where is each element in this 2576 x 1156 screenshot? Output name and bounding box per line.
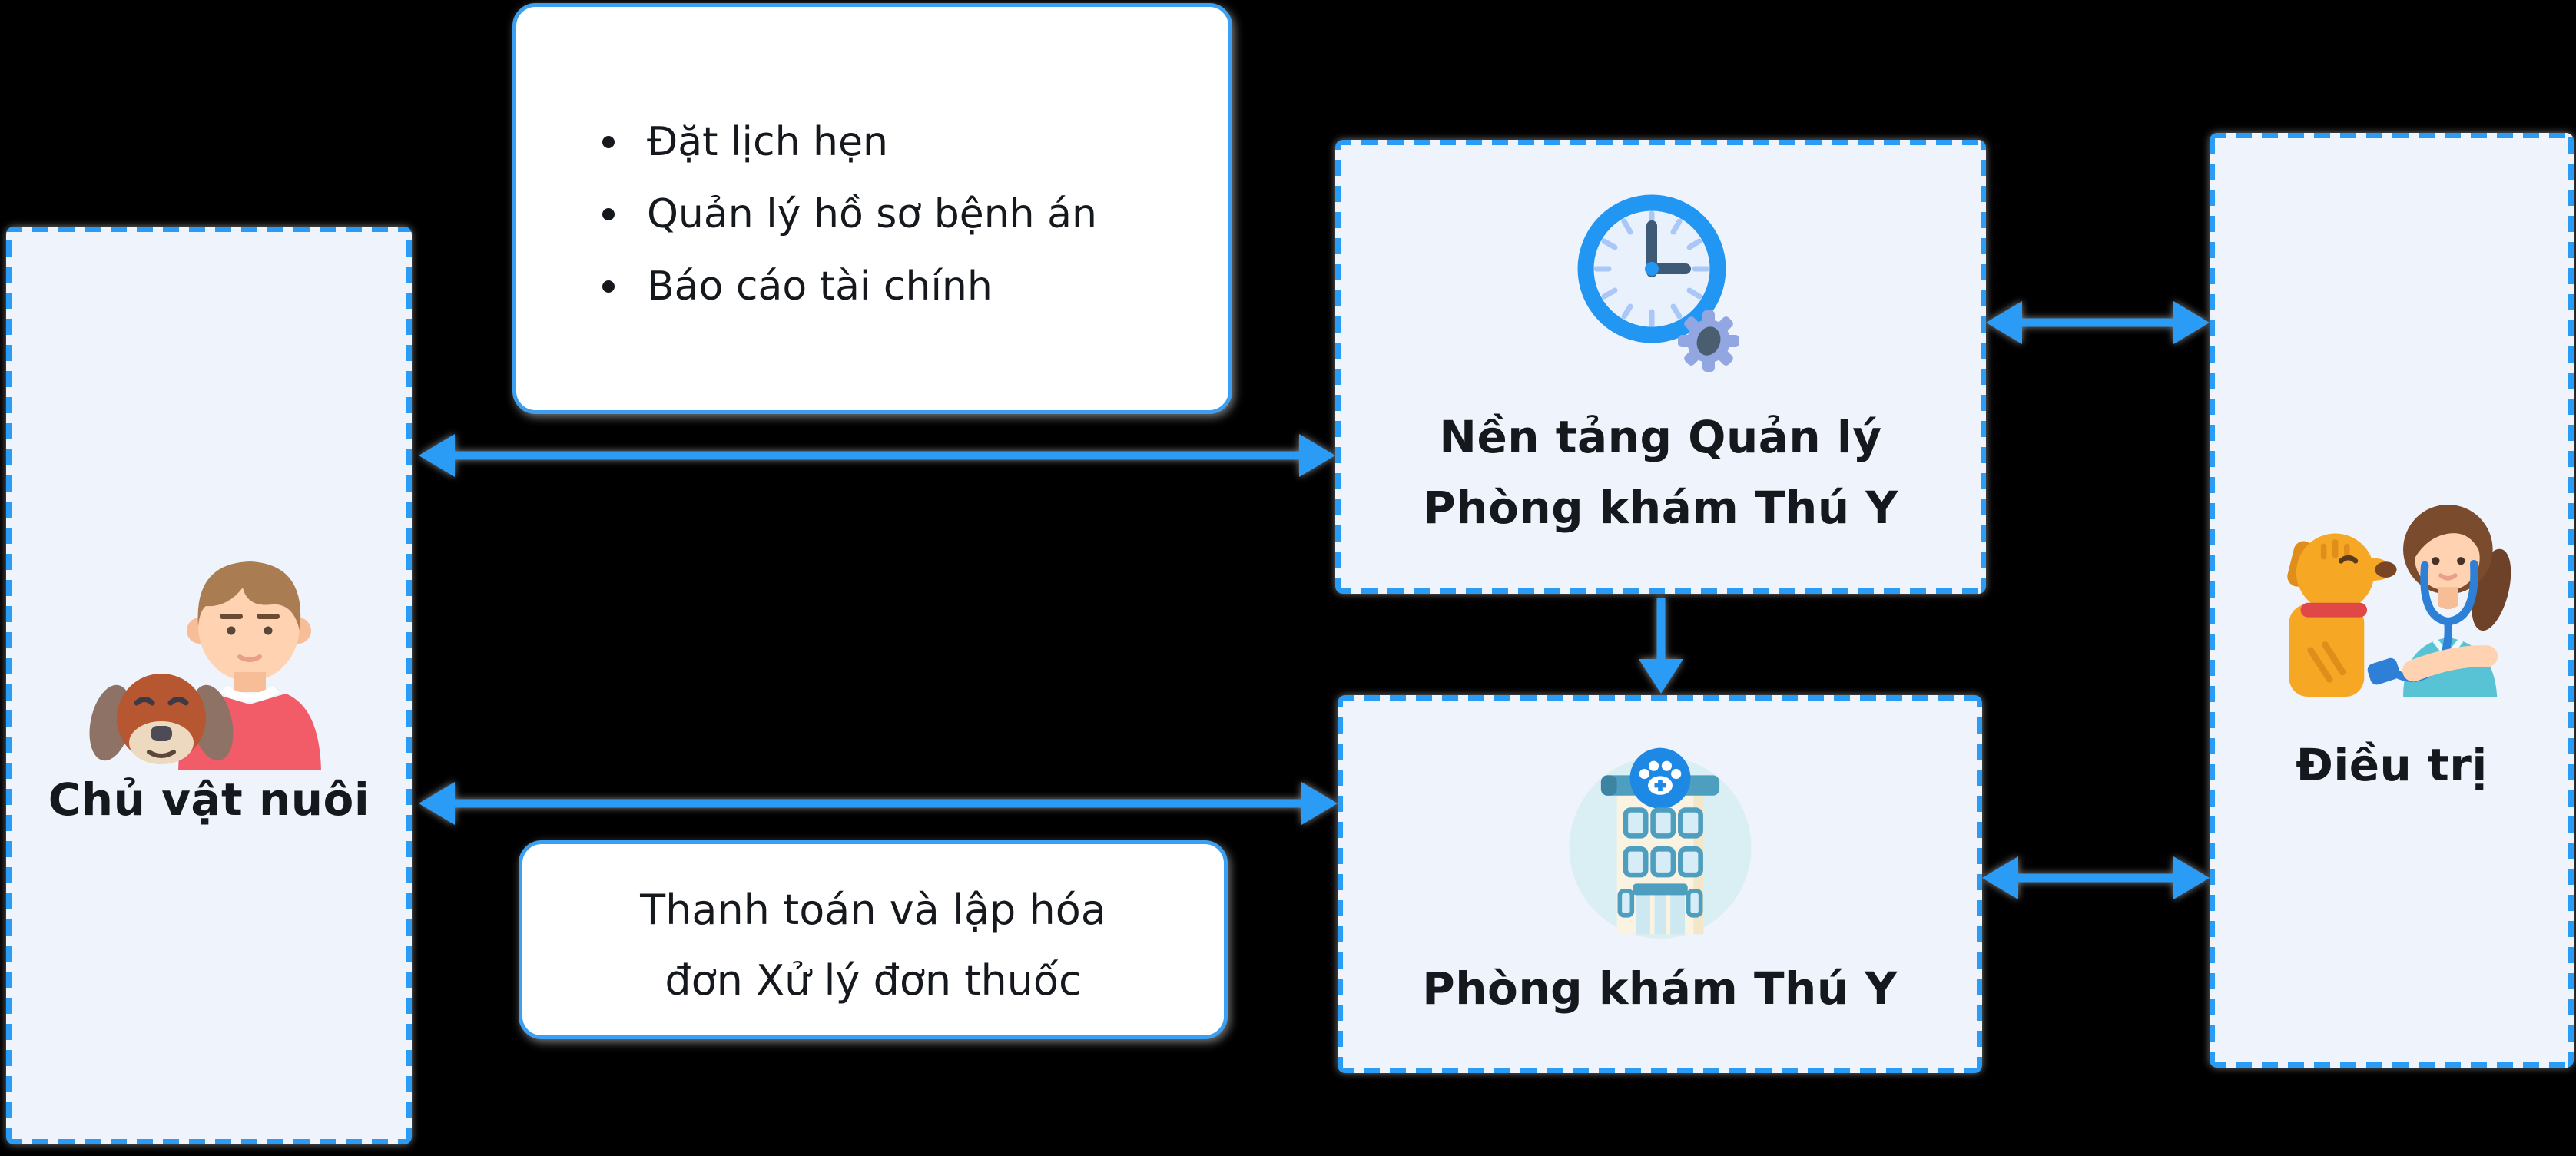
billing-line-2: đơn Xử lý đơn thuốc <box>665 956 1082 1005</box>
feature-text: Quản lý hồ sơ bệnh án <box>647 191 1097 237</box>
pet-owner-node: Chủ vật nuôi <box>6 227 412 1144</box>
billing-line-1: Thanh toán và lập hóa <box>640 886 1106 934</box>
owner-with-dog-icon <box>89 561 321 770</box>
platform-label-line-1: Nền tảng Quản lý <box>1439 411 1882 463</box>
platform-label: Nền tảng Quản lý Phòng khám Thú Y <box>1335 402 1986 543</box>
platform-label-line-2: Phòng khám Thú Y <box>1423 482 1898 534</box>
clinic-node: Phòng khám Thú Y <box>1338 695 1982 1073</box>
arrow-owner-clinic <box>419 782 1338 825</box>
billing-callout: Thanh toán và lập hóa đơn Xử lý đơn thuố… <box>519 840 1228 1039</box>
arrow-clinic-treatment <box>1982 856 2210 899</box>
treatment-node: Điều trị <box>2210 133 2574 1068</box>
feature-list: Đặt lịch hẹn Quản lý hồ sơ bệnh án Báo c… <box>602 106 1198 323</box>
list-item: Đặt lịch hẹn <box>602 106 1198 178</box>
list-item: Báo cáo tài chính <box>602 250 1198 323</box>
clinic-building-icon <box>1569 747 1751 939</box>
clock-gear-icon <box>1577 194 1739 372</box>
arrow-owner-platform <box>419 434 1335 477</box>
feature-text: Báo cáo tài chính <box>647 263 993 310</box>
vet-with-dog-icon <box>2287 504 2511 697</box>
clinic-label: Phòng khám Thú Y <box>1422 962 1898 1015</box>
platform-node: Nền tảng Quản lý Phòng khám Thú Y <box>1335 140 1986 594</box>
list-item: Quản lý hồ sơ bệnh án <box>602 178 1198 250</box>
arrow-platform-clinic <box>1639 598 1683 694</box>
platform-features-callout: Đặt lịch hẹn Quản lý hồ sơ bệnh án Báo c… <box>512 3 1232 414</box>
billing-text: Thanh toán và lập hóa đơn Xử lý đơn thuố… <box>522 875 1224 1016</box>
pet-owner-label: Chủ vật nuôi <box>48 773 370 826</box>
bullet-dot <box>602 136 615 148</box>
arrow-platform-treatment <box>1986 301 2210 344</box>
feature-text: Đặt lịch hẹn <box>647 119 888 165</box>
bullet-dot <box>602 208 615 220</box>
treatment-label: Điều trị <box>2296 739 2488 791</box>
bullet-dot <box>602 280 615 293</box>
